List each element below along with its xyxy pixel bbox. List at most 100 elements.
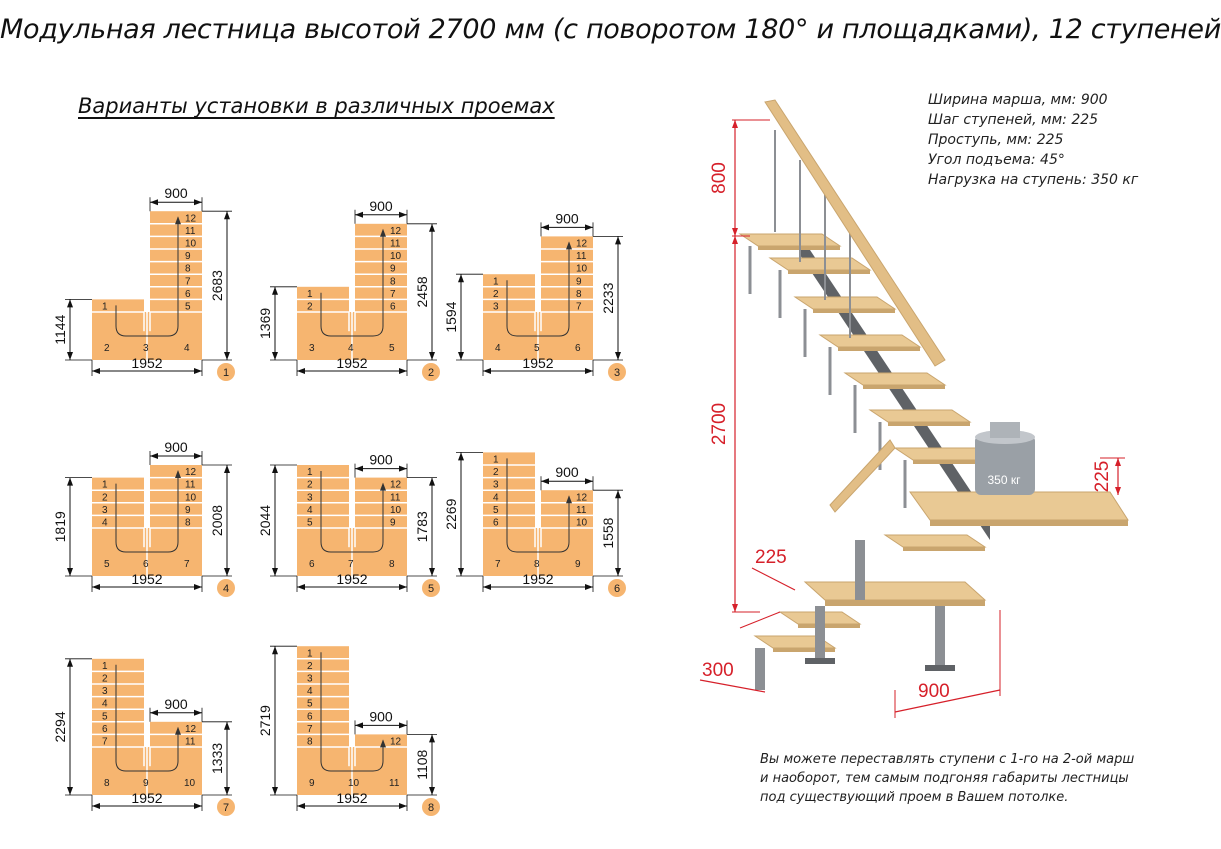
step-label: 12 bbox=[390, 737, 402, 748]
step-label: 4 bbox=[493, 492, 499, 503]
step-label: 2 bbox=[307, 480, 313, 491]
variant-badge bbox=[422, 363, 440, 381]
landing-label: 5 bbox=[104, 559, 110, 570]
lower-platform-edge bbox=[825, 600, 985, 606]
total-width-label: 1952 bbox=[336, 790, 367, 806]
step-label: 12 bbox=[576, 492, 588, 503]
support-post bbox=[855, 540, 865, 600]
variant-badge bbox=[422, 579, 440, 597]
step-label: 6 bbox=[307, 711, 313, 722]
march-width-label: 900 bbox=[369, 198, 393, 214]
landing-label: 9 bbox=[575, 559, 581, 570]
step-label: 4 bbox=[102, 699, 108, 710]
step-label: 10 bbox=[185, 239, 197, 250]
support-post bbox=[755, 648, 765, 690]
lower-platform bbox=[803, 581, 987, 601]
step-label: 1 bbox=[307, 648, 313, 659]
step-label: 5 bbox=[185, 302, 191, 313]
step-label: 12 bbox=[576, 239, 588, 250]
landing-label: 10 bbox=[348, 778, 360, 789]
support-post bbox=[935, 606, 945, 670]
total-width-label: 1952 bbox=[131, 571, 162, 587]
variant-number: 5 bbox=[428, 583, 434, 595]
step-label: 8 bbox=[390, 276, 396, 287]
total-width-label: 1952 bbox=[131, 790, 162, 806]
step-label: 5 bbox=[102, 711, 108, 722]
landing-label: 7 bbox=[184, 559, 190, 570]
step-label: 12 bbox=[185, 467, 197, 478]
upper-tread bbox=[768, 257, 872, 274]
step-label: 12 bbox=[390, 480, 402, 491]
weight-handle bbox=[990, 422, 1020, 438]
left-height-label: 2294 bbox=[52, 711, 68, 742]
right-march bbox=[355, 223, 407, 312]
left-march bbox=[92, 299, 144, 312]
left-height-label: 2269 bbox=[443, 498, 459, 529]
dim-step-rise: 225 bbox=[1092, 458, 1121, 495]
step-label: 1 bbox=[493, 276, 499, 287]
note-line-3: под существующий проем в Вашем потолке. bbox=[760, 790, 1069, 805]
step-label: 3 bbox=[307, 492, 313, 503]
step-label: 1 bbox=[102, 302, 108, 313]
variant-number: 1 bbox=[223, 367, 229, 379]
walk-line bbox=[320, 229, 384, 337]
walk-arrow bbox=[380, 739, 386, 748]
step-label: 2 bbox=[307, 661, 313, 672]
step-label: 3 bbox=[307, 674, 313, 685]
step-label: 1 bbox=[102, 661, 108, 672]
total-width-label: 1952 bbox=[336, 571, 367, 587]
landing-label: 8 bbox=[389, 559, 395, 570]
walk-line bbox=[506, 242, 570, 337]
step-label: 6 bbox=[390, 302, 396, 313]
walk-line bbox=[115, 664, 179, 772]
upper-tread bbox=[868, 409, 972, 426]
variant-number: 4 bbox=[223, 583, 229, 595]
walk-line bbox=[115, 471, 179, 553]
dim-height: 2700 bbox=[709, 236, 738, 612]
step-label: 5 bbox=[307, 518, 313, 529]
step-label: 9 bbox=[390, 264, 396, 275]
landing-label: 4 bbox=[348, 343, 354, 354]
step-label: 5 bbox=[307, 699, 313, 710]
landing-label: 8 bbox=[534, 559, 540, 570]
upper-tread bbox=[843, 372, 947, 389]
step-label: 10 bbox=[390, 251, 402, 262]
right-height-label: 1783 bbox=[414, 511, 430, 542]
total-width-label: 1952 bbox=[131, 355, 162, 371]
upper-platform bbox=[909, 491, 1129, 521]
step-label: 10 bbox=[576, 518, 588, 529]
march-width-label: 900 bbox=[555, 210, 579, 226]
landing-label: 2 bbox=[104, 343, 110, 354]
variant-badge bbox=[217, 579, 235, 597]
base-plate bbox=[925, 665, 955, 671]
variant-number: 8 bbox=[428, 802, 434, 814]
upper-tread bbox=[893, 447, 997, 464]
right-height-label: 2458 bbox=[414, 276, 430, 307]
walk-line bbox=[115, 217, 179, 337]
step-label: 1 bbox=[493, 455, 499, 466]
march-width-label: 900 bbox=[164, 185, 188, 201]
walk-arrow bbox=[175, 470, 181, 478]
right-height-label: 1558 bbox=[600, 517, 616, 548]
note-line-2: и наоборот, тем самым подгоняя габариты … bbox=[760, 771, 1129, 786]
step-label: 11 bbox=[185, 737, 196, 748]
page-title: Модульная лестница высотой 2700 мм (с по… bbox=[0, 14, 1221, 45]
walk-line bbox=[320, 471, 384, 553]
step-label: 3 bbox=[493, 480, 499, 491]
step-label: 1 bbox=[307, 467, 313, 478]
total-width-label: 1952 bbox=[336, 355, 367, 371]
step-label: 12 bbox=[390, 226, 402, 237]
landing-label: 4 bbox=[495, 343, 501, 354]
dim-first-step-label: 300 bbox=[702, 660, 734, 681]
step-label: 8 bbox=[307, 737, 313, 748]
step-label: 11 bbox=[185, 226, 196, 237]
left-height-label: 1369 bbox=[257, 308, 273, 339]
step-label: 2 bbox=[102, 674, 108, 685]
left-height-label: 1819 bbox=[52, 511, 68, 542]
spec-tread-depth: Проступь, мм: 225 bbox=[928, 132, 1064, 148]
